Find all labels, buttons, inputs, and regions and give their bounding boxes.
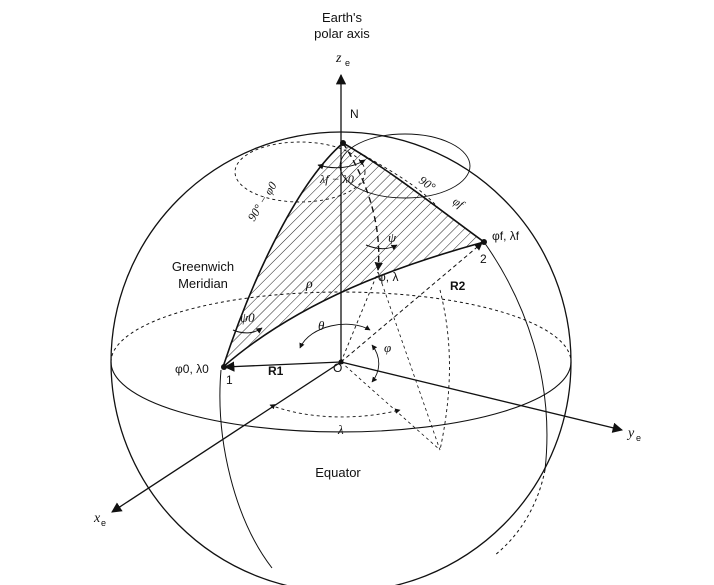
lambda-label: λ: [337, 422, 344, 437]
phi-arc: [371, 344, 380, 383]
projection-line: [377, 271, 441, 451]
greenwich-label-2: Meridian: [178, 276, 228, 291]
lambda-arc: [269, 404, 401, 418]
y-axis: [340, 361, 624, 433]
greenwich-label-1: Greenwich: [172, 259, 234, 274]
origin-dot: [338, 359, 344, 365]
theta-label: θ: [318, 318, 325, 333]
dlambda-label: λf − λ0: [319, 172, 354, 186]
r1-vector: [223, 361, 342, 372]
z-axis-label: z: [335, 51, 342, 66]
z-axis-sub: e: [345, 58, 350, 68]
theta-arc: [299, 323, 371, 349]
psi-arc: [365, 244, 398, 251]
r2-label: R2: [450, 279, 466, 293]
psi0-arc: [232, 327, 263, 334]
meridian-point2-lower: [494, 469, 546, 556]
psi-label: ψ: [388, 230, 397, 245]
meridian-back: [439, 289, 450, 451]
axis-title-line1: Earth's: [322, 10, 363, 25]
rho-label: ρ: [305, 277, 313, 292]
colatitude-f-phi: φf: [450, 194, 468, 212]
point1-dot: [221, 364, 227, 370]
x-axis-label: x: [93, 511, 101, 526]
x-axis: [111, 361, 342, 513]
axis-title-line2: polar axis: [314, 26, 370, 41]
greenwich-meridian-lower: [219, 369, 273, 569]
phi-label: φ: [384, 340, 391, 355]
point2-dot: [481, 239, 487, 245]
meridian-point2: [483, 241, 548, 471]
point1-coords: φ0, λ0: [175, 362, 209, 376]
north-pole-dot: [340, 140, 346, 146]
equator-label: Equator: [315, 465, 361, 480]
point2-number: 2: [480, 252, 487, 266]
mid-point-coords: φ, λ: [378, 270, 398, 284]
y-axis-label: y: [626, 426, 635, 441]
psi0-label: ψ0: [240, 310, 255, 325]
radius-mid: [340, 271, 379, 363]
point2-coords: φf, λf: [492, 229, 520, 243]
point1-number: 1: [226, 373, 233, 387]
north-label: N: [350, 107, 359, 121]
meridian-pole-to-2: [342, 142, 441, 211]
projection-to-axis: [340, 361, 441, 451]
y-axis-sub: e: [636, 433, 641, 443]
dlambda-arc: [317, 159, 366, 170]
origin-label: O: [333, 361, 342, 375]
spherical-triangle: [221, 142, 486, 370]
colatitude-0-label: 90° − φ0: [245, 179, 280, 223]
meridian-mid: [342, 142, 383, 271]
r1-label: R1: [268, 364, 284, 378]
x-axis-sub: e: [101, 518, 106, 528]
